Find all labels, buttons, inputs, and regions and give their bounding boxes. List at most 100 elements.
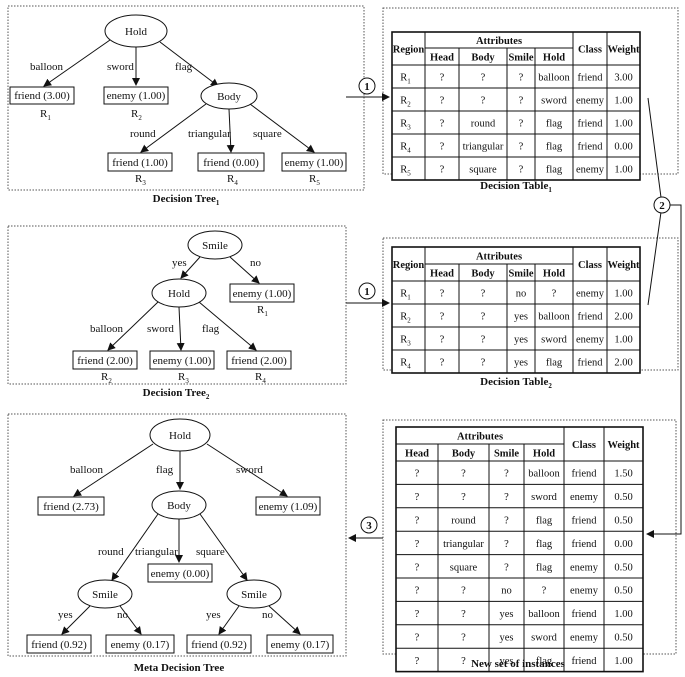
table3-cell-smile: ? xyxy=(504,562,509,573)
table3-cell-smile: ? xyxy=(504,539,509,550)
table1-header-weight: Weight xyxy=(607,45,640,56)
table2-cell-cls: enemy xyxy=(576,289,605,300)
table3-cell-cls: enemy xyxy=(570,633,599,644)
table1-cell-weight: 1.00 xyxy=(614,119,632,130)
table3-header-attributes: Attributes xyxy=(457,432,503,443)
meta-edge-yes-left xyxy=(61,605,91,635)
tree1-edge-balloon-label: balloon xyxy=(30,61,63,73)
table2-cell-smile: yes xyxy=(514,312,528,323)
meta-edge-balloon-label: balloon xyxy=(70,464,103,476)
table3-header-weight: Weight xyxy=(607,440,640,451)
table3-cell-head: ? xyxy=(415,609,420,620)
tree2-frame xyxy=(7,225,347,385)
tree2-root-label: Smile xyxy=(202,240,228,252)
table3-cell-cls: enemy xyxy=(570,586,599,597)
table2-cell-smile: yes xyxy=(514,335,528,346)
table3-cell-body: ? xyxy=(461,586,466,597)
table2-cell-weight: 1.00 xyxy=(614,335,632,346)
tree2-edge-no xyxy=(229,256,260,284)
tree1-caption: Decision Tree1 xyxy=(153,193,220,207)
table3-cell-head: ? xyxy=(415,562,420,573)
tree2-region-r3: R3 xyxy=(178,371,189,385)
table3-cell-body: ? xyxy=(461,492,466,503)
tree2-edge-sword xyxy=(176,306,185,351)
table2-cell-head: ? xyxy=(440,335,445,346)
tree2-edge-flag xyxy=(198,301,257,351)
table3-cell-weight: 0.50 xyxy=(614,516,632,527)
meta-edge-yes-left-label: yes xyxy=(58,609,73,621)
tree1-region-r1: R1 xyxy=(40,108,51,122)
table3-cell-hold: balloon xyxy=(528,609,560,620)
meta-edge-square xyxy=(199,513,248,581)
meta-leaf-sword-label: enemy (1.09) xyxy=(259,501,318,513)
table1-cell-hold: balloon xyxy=(538,73,570,84)
table3-cell-head: ? xyxy=(415,633,420,644)
step-2-badge xyxy=(653,196,671,214)
tree2-leaf-balloon-label: friend (2.00) xyxy=(77,355,133,367)
table2-cell-cls: friend xyxy=(577,312,603,323)
tree1-root-label: Hold xyxy=(125,26,148,38)
meta-leaf-no-left-label: enemy (0.17) xyxy=(111,639,170,651)
step-1a-label: 1 xyxy=(364,81,370,93)
table1-cell-hold: flag xyxy=(546,142,563,153)
table3-cell-smile: yes xyxy=(500,609,514,620)
table2-cell-hold: flag xyxy=(546,358,563,369)
table3-cell-cls: enemy xyxy=(570,562,599,573)
tree2-edge-sword-label: sword xyxy=(147,323,174,335)
tree2-caption: Decision Tree2 xyxy=(143,387,210,401)
table3-cell-cls: friend xyxy=(571,539,597,550)
table1-cell-head: ? xyxy=(440,119,445,130)
meta-edge-no-left xyxy=(119,605,142,635)
meta-leaf-yes-left xyxy=(26,634,92,654)
table3-header-hold: Hold xyxy=(533,449,555,460)
meta-smile-left-node xyxy=(77,579,133,609)
table3-cell-hold: flag xyxy=(536,562,553,573)
tree1-edge-square-label: square xyxy=(253,128,282,140)
step-3-badge xyxy=(360,516,378,534)
table1-cell-smile: ? xyxy=(519,142,524,153)
table3-cell-cls: friend xyxy=(571,516,597,527)
tree2-region-r1: R1 xyxy=(257,304,268,318)
table1-cell-body: square xyxy=(469,165,497,176)
table3-cell-weight: 0.50 xyxy=(614,562,632,573)
table3-cell-body: square xyxy=(450,562,478,573)
tree2-edge-no-label: no xyxy=(250,257,262,269)
table3-cell-hold: flag xyxy=(536,656,553,667)
tree1-edge-balloon xyxy=(43,39,111,87)
table1-frame xyxy=(382,7,679,175)
meta-smile-left-label: Smile xyxy=(92,589,118,601)
table3-cell-head: ? xyxy=(415,656,420,667)
meta-edge-flag-label: flag xyxy=(156,464,174,476)
tree2-root-node xyxy=(187,230,243,260)
tree2-leaf-flag-label: friend (2.00) xyxy=(231,355,287,367)
table3-cell-hold: ? xyxy=(542,586,547,597)
table3-cell-smile: no xyxy=(501,586,512,597)
table2-caption: Decision Table2 xyxy=(480,376,552,390)
table1-cell-smile: ? xyxy=(519,96,524,107)
tree1-leaf-sword-label: enemy (1.00) xyxy=(107,90,166,102)
table1-cell-region: R3 xyxy=(400,119,411,132)
table2-cell-head: ? xyxy=(440,358,445,369)
tree1-edge-square xyxy=(249,103,315,153)
table2-outer xyxy=(391,246,641,374)
table1-cell-smile: ? xyxy=(519,73,524,84)
step-1a-badge xyxy=(358,77,376,95)
table2-cell-smile: no xyxy=(516,289,527,300)
meta-edge-sword-label: sword xyxy=(236,464,263,476)
table1-caption: Decision Table1 xyxy=(480,180,552,194)
meta-leaf-balloon-label: friend (2.73) xyxy=(43,501,99,513)
table3-cell-head: ? xyxy=(415,492,420,503)
table2-cell-body: ? xyxy=(481,312,486,323)
meta-edge-no-right-label: no xyxy=(262,609,274,621)
tree1-leaf-balloon-label: friend (3.00) xyxy=(14,90,70,102)
meta-edge-round-label: round xyxy=(98,546,124,558)
meta-leaf-triangular-label: enemy (0.00) xyxy=(151,568,210,580)
table3-cell-cls: friend xyxy=(571,609,597,620)
table3-cell-smile: ? xyxy=(504,469,509,480)
table1-cell-smile: ? xyxy=(519,165,524,176)
table2-header-weight: Weight xyxy=(607,260,640,271)
table3-cell-weight: 0.50 xyxy=(614,492,632,503)
meta-body-label: Body xyxy=(167,500,191,512)
tree2-edge-balloon xyxy=(107,301,159,351)
